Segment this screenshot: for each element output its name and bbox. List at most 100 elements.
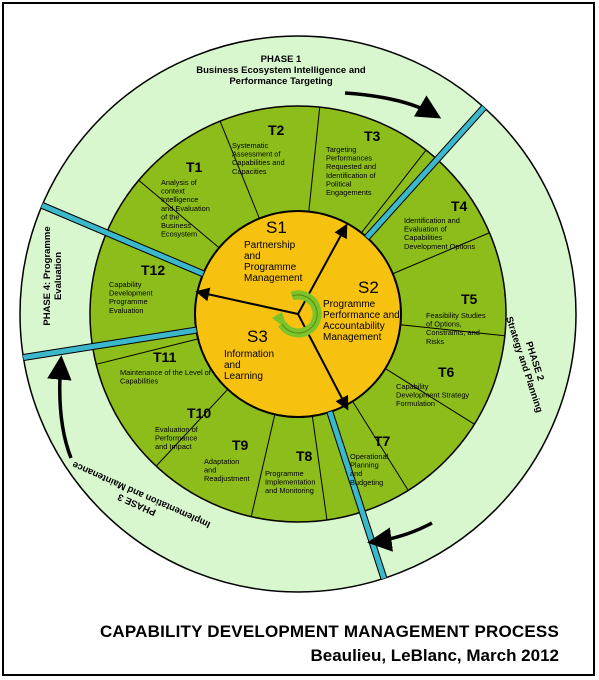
phase-divider [23,327,197,360]
task-desc-t12-line: Programme [109,297,148,306]
task-desc-t6-line: Formulation [396,399,435,408]
phase-divider [41,203,205,277]
task-desc-t12-line: Capability [109,280,142,289]
task-id-t10: T10 [187,405,211,421]
phase4-flow-arrow [47,355,73,459]
task-desc-t6-line: Development Strategy [396,391,469,400]
task-desc-t11-line: Maintenance of the Level of [120,368,212,377]
task-desc-t2-line: Capacities [232,167,267,176]
task-desc-t6-line: Capability [396,382,429,391]
task-desc-t10-line: Performance [155,434,197,443]
task-desc-t5-line: Risks [426,337,444,346]
task-desc-t9-line: Adaptation [204,457,239,466]
sector-desc-s3-line: Learning [224,371,263,382]
task-id-t5: T5 [461,291,478,307]
task-divider [400,324,505,337]
sector-desc-s2-line: Management [323,332,382,343]
sector-desc-s3-line: and [224,360,241,371]
task-desc-t1-line: Analysis of [161,178,198,187]
task-desc-t8-line: Implementation [265,478,316,487]
task-desc-t5-line: Feasibility Studies [426,311,486,320]
phase-divider [365,105,486,240]
task-divider [155,388,229,467]
sector-arrow-s3 [195,287,299,315]
task-divider [138,179,220,249]
task-desc-t1-line: Ecosystem [161,230,197,239]
task-divider [96,338,199,365]
sector-id-s3: S3 [247,327,268,346]
task-id-t2: T2 [268,122,285,138]
task-desc-t12-line: Development [109,289,153,298]
task-desc-t4-line: Evaluation of [404,225,448,234]
task-id-t6: T6 [438,364,455,380]
sector-desc-s1-line: Partnership [244,240,296,251]
task-divider [385,368,475,425]
sector-id-s2: S2 [358,278,379,297]
task-divider [219,120,260,219]
task-id-t3: T3 [364,128,381,144]
sector-desc-s2-line: Performance and [323,310,400,321]
task-desc-t7-line: Planning [350,461,379,470]
task-desc-t7-line: Operational [350,452,389,461]
task-desc-t9-line: Readjustment [204,474,250,483]
task-id-t11: T11 [153,349,177,365]
sector-desc-s2-line: Programme [323,299,376,310]
task-dividers [96,107,505,521]
task-divider [308,107,321,212]
task-desc-t5-line: Constraints, and [426,328,480,337]
phase-label-phase4-line: PHASE 4: Programme [42,226,53,325]
task-id-t1: T1 [186,159,203,175]
phase3-flow-arrow [367,521,433,552]
phase-label-phase4: PHASE 4: ProgrammeEvaluation [42,226,64,325]
task-desc-t3-line: Identification of [326,171,377,180]
task-id-t12: T12 [141,262,165,278]
task-desc-t3-line: Engagements [326,188,372,197]
task-desc-t12-line: Evaluation [109,306,144,315]
task-divider [352,401,409,491]
task-desc-t4-line: Identification and [404,216,460,225]
task-desc-t1-line: Business [161,221,191,230]
task-id-t8: T8 [296,448,313,464]
phase1-flow-arrow [344,91,442,119]
sector-desc-s1-line: and [244,251,261,262]
task-desc-t1-line: of the [161,212,180,221]
task-desc-t2-line: Assessment of [232,150,281,159]
task-desc-t7-line: Budgeting [350,478,383,487]
sector-desc-s3-line: Information [224,349,274,360]
task-desc-t3-line: Targeting [326,145,356,154]
task-desc-t1-line: Intelligence [161,195,198,204]
phase-label-phase1-line: Performance Targeting [229,76,332,87]
phase-label-phase1-line: PHASE 1 [261,54,302,65]
phase-label-phase1-line: Business Ecosystem Intelligence and [196,65,366,76]
task-divider [361,149,427,234]
task-desc-t11-line: Capabilities [120,377,159,386]
task-id-t4: T4 [451,198,468,214]
diagram-title: CAPABILITY DEVELOPMENT MANAGEMENT PROCES… [99,622,559,641]
task-desc-t4-line: Capabilities [404,233,443,242]
task-desc-t3-line: Requested and [326,162,376,171]
task-desc-t1-line: and Evaluation [161,204,210,213]
sector-desc-s1-line: Programme [244,262,297,273]
sector-desc-s1-line: Management [244,273,303,284]
task-desc-t7-line: and [350,469,362,478]
task-desc-t2-line: Systematic [232,141,268,150]
task-desc-t3-line: Political [326,179,352,188]
task-desc-t5-line: of Options, [426,320,462,329]
task-divider [392,232,490,275]
